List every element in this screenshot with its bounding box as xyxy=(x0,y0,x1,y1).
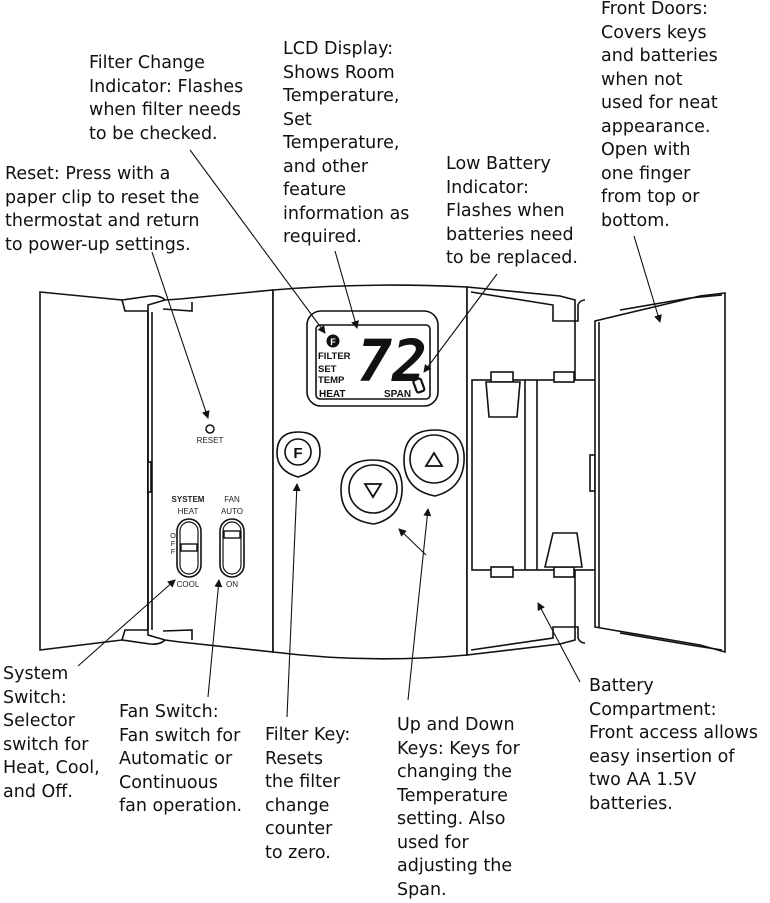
callout-low-battery: Low Battery Indicator: Flashes when batt… xyxy=(446,154,578,268)
leader-filter-indicator xyxy=(189,149,326,334)
callout-system-switch: System Switch: Selector switch for Heat,… xyxy=(3,664,100,802)
leader-lcd xyxy=(334,250,359,329)
up-arrow-icon xyxy=(424,451,444,467)
system-switch-cool-label: COOL xyxy=(177,580,200,589)
leader-system-switch xyxy=(77,579,176,667)
leader-up-key xyxy=(407,508,432,701)
fan-switch-on-label: ON xyxy=(226,580,238,589)
lcd-span-label: SPAN xyxy=(384,389,411,400)
leader-fan-switch xyxy=(207,579,223,698)
filter-indicator-icon xyxy=(326,334,340,348)
callout-filter-key: Filter Key: Resets the filter change cou… xyxy=(265,725,351,863)
filter-indicator-letter: F xyxy=(330,337,336,347)
callout-up-down-keys: Up and Down Keys: Keys for changing the … xyxy=(397,715,520,900)
system-switch[interactable] xyxy=(176,518,202,578)
right-front-door xyxy=(594,292,726,654)
fan-switch[interactable] xyxy=(219,518,245,578)
callout-front-doors: Front Doors: Covers keys and batteries w… xyxy=(601,0,718,231)
fan-switch-title: FAN xyxy=(224,495,240,504)
leader-reset xyxy=(151,251,210,419)
system-switch-slider xyxy=(180,543,198,552)
callout-filter-change-indicator: Filter Change Indicator: Flashes when fi… xyxy=(89,53,244,144)
system-switch-heat-label: HEAT xyxy=(178,507,199,516)
lcd-content: F FILTER SET TEMP HEAT SPAN 72 xyxy=(318,327,427,400)
left-front-door xyxy=(39,291,149,651)
down-key[interactable] xyxy=(340,459,403,525)
up-key[interactable] xyxy=(403,429,465,497)
down-arrow-icon xyxy=(363,483,383,499)
lcd-screen xyxy=(315,324,431,400)
callout-fan-switch: Fan Switch: Fan switch for Automatic or … xyxy=(119,702,243,816)
fan-switch-auto-label: AUTO xyxy=(221,507,243,516)
system-switch-title: SYSTEM xyxy=(172,495,205,504)
lcd-filter-label: FILTER xyxy=(318,351,351,362)
left-inner-panel xyxy=(147,289,274,653)
leader-down-key xyxy=(398,528,427,556)
leader-lines xyxy=(77,149,662,718)
callout-battery-compartment: Battery Compartment: Front access allows… xyxy=(589,676,758,814)
fan-switch-slider xyxy=(223,530,241,539)
filter-key-label: F xyxy=(293,445,302,462)
lcd-mode-label: HEAT xyxy=(319,389,345,400)
callout-reset: Reset: Press with a paper clip to reset … xyxy=(5,164,200,255)
reset-button[interactable] xyxy=(205,424,215,434)
filter-key[interactable]: F xyxy=(276,431,321,478)
reset-label: RESET xyxy=(197,436,224,445)
leader-front-doors xyxy=(633,235,662,323)
leader-filter-key xyxy=(286,483,301,718)
lcd-set-label: SET xyxy=(318,364,337,375)
callout-lcd-display: LCD Display: Shows Room Temperature, Set… xyxy=(283,39,410,247)
leader-battery-compartment xyxy=(537,602,581,683)
leader-low-battery xyxy=(423,273,498,373)
lcd-temp-label: TEMP xyxy=(318,375,345,386)
low-battery-icon xyxy=(412,377,426,394)
